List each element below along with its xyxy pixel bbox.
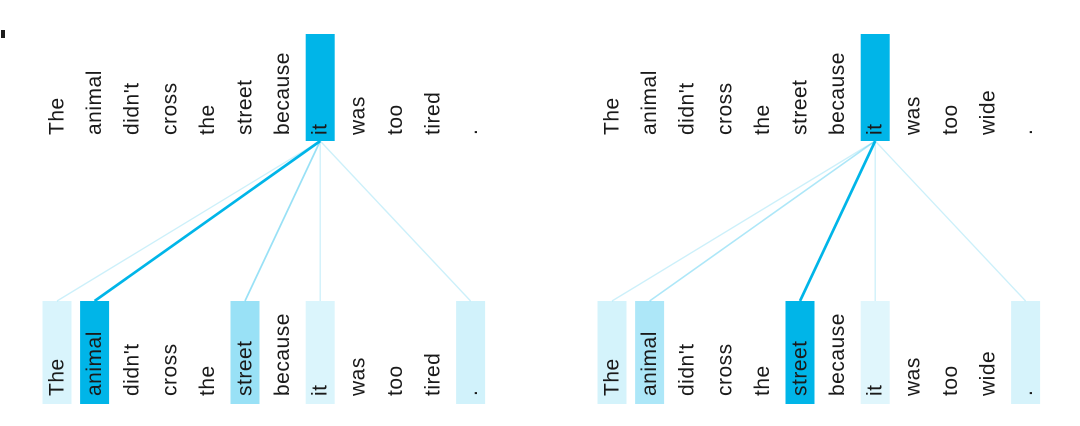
top-token-cross: cross bbox=[158, 82, 181, 135]
top-token-didnt: didn't bbox=[676, 82, 699, 135]
edge-artifact bbox=[1, 30, 5, 38]
bottom-token-it: it bbox=[864, 385, 887, 397]
top-token-tired: tired bbox=[422, 92, 445, 135]
bottom-token-because: because bbox=[826, 313, 849, 396]
bottom-token-cross: cross bbox=[713, 343, 736, 396]
bottom-token-too: too bbox=[939, 365, 962, 396]
top-token-the: the bbox=[751, 104, 774, 135]
top-token-street: street bbox=[789, 79, 812, 135]
panel-wide: The animal didn't cross the street because it wa… bbox=[597, 34, 1041, 404]
top-token-too: too bbox=[939, 104, 962, 135]
top-token-The: The bbox=[601, 97, 624, 135]
top-token-was: was bbox=[901, 96, 924, 136]
attention-highlight-box-street bbox=[785, 301, 815, 404]
top-token-it: it bbox=[864, 124, 887, 136]
top-token-cross: cross bbox=[713, 82, 736, 135]
attention-line-animal bbox=[93, 139, 321, 303]
bottom-token-because: because bbox=[271, 313, 294, 396]
query-highlight-box bbox=[305, 34, 335, 141]
bottom-token-too: too bbox=[384, 365, 407, 396]
attention-highlight-box-period bbox=[456, 301, 486, 404]
bottom-token-The: The bbox=[601, 358, 624, 396]
top-token-street: street bbox=[234, 79, 257, 135]
attention-line-The bbox=[56, 140, 321, 302]
bottom-token-street: street bbox=[789, 340, 812, 396]
top-token-because: because bbox=[826, 52, 849, 135]
bottom-token-didnt: didn't bbox=[121, 343, 144, 396]
top-token-the: the bbox=[196, 104, 219, 135]
top-token-The: The bbox=[46, 97, 69, 135]
attention-highlight-box-street bbox=[230, 301, 260, 404]
attention-highlight-box-it bbox=[860, 301, 890, 404]
attention-highlight-box-animal bbox=[635, 301, 665, 404]
bottom-token-it: it bbox=[309, 385, 332, 397]
bottom-token-tired: tired bbox=[422, 353, 445, 396]
attention-line- bbox=[319, 140, 472, 302]
attention-line-street bbox=[244, 140, 321, 302]
bottom-token-The: The bbox=[46, 358, 69, 396]
bottom-token-street: street bbox=[234, 340, 257, 396]
attention-highlight-box-The bbox=[597, 301, 627, 404]
bottom-token-period: . bbox=[459, 390, 482, 396]
bottom-token-animal: animal bbox=[83, 331, 106, 396]
bottom-token-cross: cross bbox=[158, 343, 181, 396]
top-token-period: . bbox=[1014, 129, 1037, 135]
attention-highlight-box-it bbox=[305, 301, 335, 404]
top-token-was: was bbox=[346, 96, 369, 136]
top-token-didnt: didn't bbox=[121, 82, 144, 135]
bottom-token-the: the bbox=[751, 365, 774, 396]
top-token-animal: animal bbox=[638, 70, 661, 135]
attention-highlight-box-The bbox=[42, 301, 72, 404]
top-token-too: too bbox=[384, 104, 407, 135]
query-highlight-box bbox=[860, 34, 890, 141]
top-token-animal: animal bbox=[83, 70, 106, 135]
attention-line-animal bbox=[649, 140, 876, 302]
top-token-because: because bbox=[271, 52, 294, 135]
attention-highlight-box-animal bbox=[80, 301, 110, 404]
bottom-token-period: . bbox=[1014, 390, 1037, 396]
bottom-token-wide: wide bbox=[977, 351, 1000, 397]
top-token-it: it bbox=[309, 124, 332, 136]
attention-line-street bbox=[798, 140, 877, 302]
attention-highlight-box-period bbox=[1011, 301, 1041, 404]
top-token-period: . bbox=[459, 129, 482, 135]
panel-tired: The animal didn't cross the street because it wa… bbox=[42, 34, 486, 404]
bottom-token-was: was bbox=[901, 357, 924, 397]
bottom-token-animal: animal bbox=[638, 331, 661, 396]
bottom-token-didnt: didn't bbox=[676, 343, 699, 396]
bottom-token-the: the bbox=[196, 365, 219, 396]
top-token-wide: wide bbox=[977, 90, 1000, 136]
attention-line- bbox=[874, 140, 1027, 302]
bottom-token-was: was bbox=[346, 357, 369, 397]
attention-line-The bbox=[611, 140, 876, 302]
